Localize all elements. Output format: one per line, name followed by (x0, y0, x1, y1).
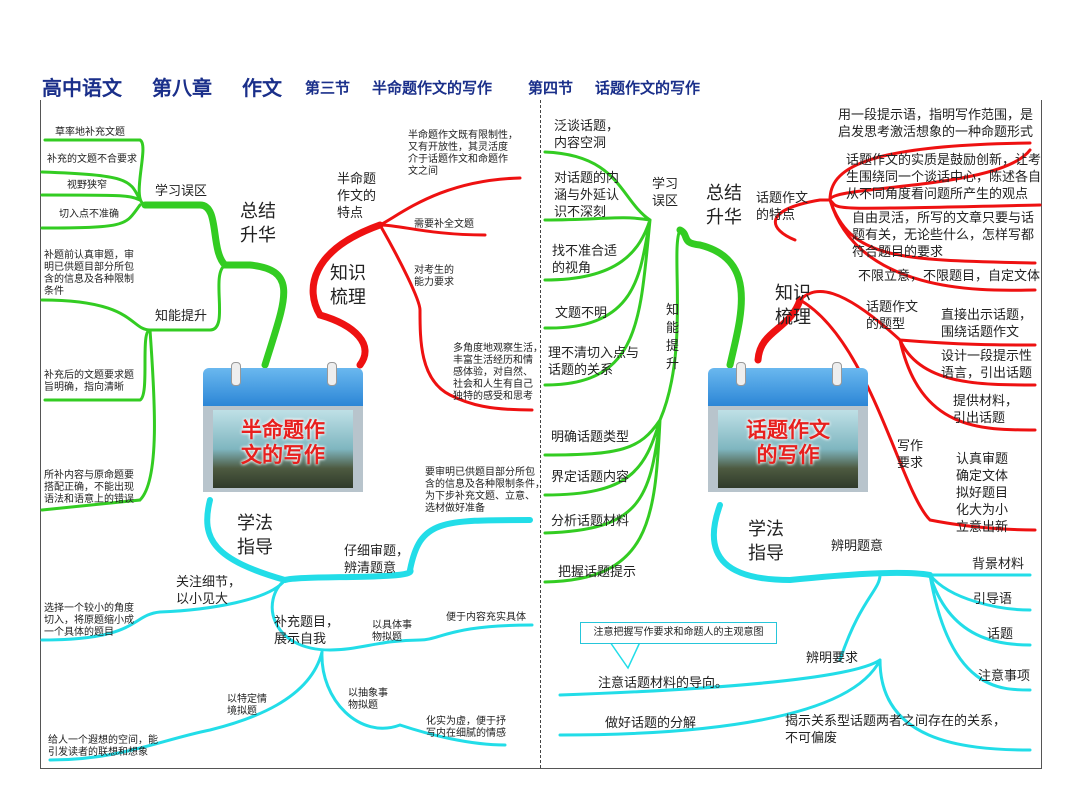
left-ability-req-label: 对考生的 能力要求 (414, 265, 454, 288)
right-decompose-text: 做好话题的分解 (605, 716, 697, 731)
right-relation-text: 揭示关系型话题两者之间存在的关系， 不可偏废 (785, 714, 1007, 746)
left-summary-label: 总结 升华 (240, 201, 276, 246)
right-ability-item: 明确话题类型 (551, 430, 630, 445)
left-detail-label: 关注细节， 以小见大 (176, 575, 242, 607)
right-mistake-item: 对话题的内 涵与外延认 识不深刻 (554, 171, 620, 220)
left-ability-item: 补充后的文题要求题 旨明确，指向清晰 (44, 370, 134, 393)
right-summary-label: 总结 升华 (706, 183, 742, 228)
left-mistake-item: 补充的文题不合要求 (47, 154, 137, 165)
left-abstract-label: 以抽象事 物拟题 (348, 688, 388, 711)
right-guide-text: 注意话题材料的导向。 (598, 676, 729, 691)
left-ability-req-detail: 多角度地观察生活， 丰富生活经历和情 感体验，对自然、 社会和人生有自己 独特的… (453, 343, 543, 402)
right-green-branches (543, 150, 745, 584)
left-feature-item: 半命题作文既有限制性， 又有开放性，其灵活度 介于话题作文和命题作 文之间 (408, 130, 518, 177)
left-knowledge-label: 知识 梳理 (330, 263, 366, 308)
right-mistake-item: 文题不明 (555, 306, 608, 321)
right-identify-req-label: 辨明要求 (806, 651, 859, 666)
title-topic: 作文 (242, 76, 282, 100)
right-requirements-detail: 认真审题 确定文体 拟好题目 化大为小 立意出新 (956, 452, 1009, 535)
left-ability-label: 知能提升 (155, 309, 208, 324)
right-ability-label: 知 能 提 升 (666, 303, 680, 372)
left-supplement-label: 补充题目， 展示自我 (274, 615, 340, 647)
left-cyan-branches (40, 497, 534, 762)
right-ability-item: 把握话题提示 (558, 565, 637, 580)
title-section4-name: 话题作文的写作 (595, 79, 701, 97)
left-feature-item: 需要补全文题 (414, 219, 474, 230)
right-identify-topic-label: 辨明题意 (831, 539, 884, 554)
left-concrete-label: 以具体事 物拟题 (372, 620, 412, 643)
left-scene-detail: 给人一个遐想的空间，能 引发读者的联想和想象 (48, 735, 158, 758)
right-center-node: 话题作文 的写作 (708, 362, 868, 492)
left-mistake-item: 切入点不准确 (59, 209, 119, 220)
right-features-label: 话题作文 的特点 (756, 191, 809, 223)
page-divider (540, 100, 541, 768)
right-type-item: 直接出示话题， 围绕话题作文 (941, 308, 1033, 340)
right-topic-item: 背景材料 (972, 557, 1025, 572)
left-mistake-item: 视野狭窄 (67, 180, 107, 191)
right-cyan-branches (558, 502, 1032, 752)
title-section3: 第三节 (305, 79, 351, 97)
page-frame (40, 100, 1042, 769)
left-review-detail: 要审明已供题目部分所包 含的信息及各种限制条件， 为下步补充文题、立意、 选材做… (425, 467, 545, 514)
right-red-branches (754, 141, 1042, 532)
right-feature-item: 话题作文的实质是鼓励创新，让考 生围绕同一个谈话中心，陈述各自 从不同角度看问题… (846, 153, 1042, 202)
left-red-branches (309, 176, 534, 412)
left-center-title: 半命题作 文的写作 (241, 418, 325, 467)
right-mistake-item: 理不清切入点与 话题的关系 (548, 346, 640, 378)
right-callout: 注意把握写作要求和命题人的主观意图 (580, 622, 777, 644)
left-ability-item: 所补内容与原命题要 搭配正确，不能出现 语法和语意上的错误 (44, 470, 134, 505)
left-green-branches (40, 138, 288, 512)
right-requirements-label: 写作 要求 (897, 439, 924, 471)
right-mistake-item: 泛谈话题， 内容空洞 (554, 119, 620, 151)
right-mistakes-label: 学习 误区 (652, 177, 679, 209)
right-topic-item: 注意事项 (978, 669, 1031, 684)
left-center-node: 半命题作 文的写作 (203, 362, 363, 492)
left-features-label: 半命题 作文的 特点 (337, 172, 377, 221)
right-type-item: 设计一段提示性 语言，引出话题 (941, 349, 1033, 381)
right-feature-item: 不限立意，不限题目，自定文体 (858, 269, 1041, 284)
right-types-label: 话题作文 的题型 (866, 300, 919, 332)
title-section4: 第四节 (528, 79, 574, 97)
left-review-label: 仔细审题， 辨清题意 (344, 544, 410, 576)
right-center-title: 话题作文 的写作 (746, 418, 830, 467)
right-topic-item: 话题 (987, 627, 1014, 642)
title-section3-name: 半命题作文的写作 (372, 79, 493, 97)
right-ability-item: 界定话题内容 (551, 470, 630, 485)
title-subject: 高中语文 (42, 76, 122, 100)
right-feature-item: 自由灵活，所写的文章只要与话 题有关，无论些什么，怎样写都 符合题目的要求 (852, 211, 1035, 260)
left-scene-label: 以特定情 境拟题 (227, 694, 267, 717)
left-ability-item: 补题前认真审题，审 明已供题目部分所包 含的信息及各种限制 条件 (44, 250, 134, 297)
right-type-item: 提供材料， 引出话题 (953, 394, 1019, 426)
right-ability-item: 分析话题材料 (551, 514, 630, 529)
right-feature-item: 用一段提示语，指明写作范围，是 启发思考激活想象的一种命题形式 (838, 108, 1034, 140)
left-mistake-item: 草率地补充文题 (55, 127, 125, 138)
right-topic-item: 引导语 (973, 592, 1013, 607)
left-mistakes-label: 学习误区 (155, 184, 208, 199)
left-method-label: 学法 指导 (237, 513, 273, 558)
right-method-label: 学法 指导 (748, 519, 784, 564)
title-chapter: 第八章 (152, 76, 212, 100)
right-mistake-item: 找不准合适 的视角 (552, 244, 618, 276)
left-detail-detail: 选择一个较小的角度 切入，将原题缩小成 一个具体的题目 (44, 603, 134, 638)
right-knowledge-label: 知识 梳理 (775, 283, 811, 328)
left-abstract-detail: 化实为虚，便于抒 写内在细腻的情感 (426, 716, 506, 739)
left-concrete-detail: 便于内容充实具体 (446, 612, 526, 623)
